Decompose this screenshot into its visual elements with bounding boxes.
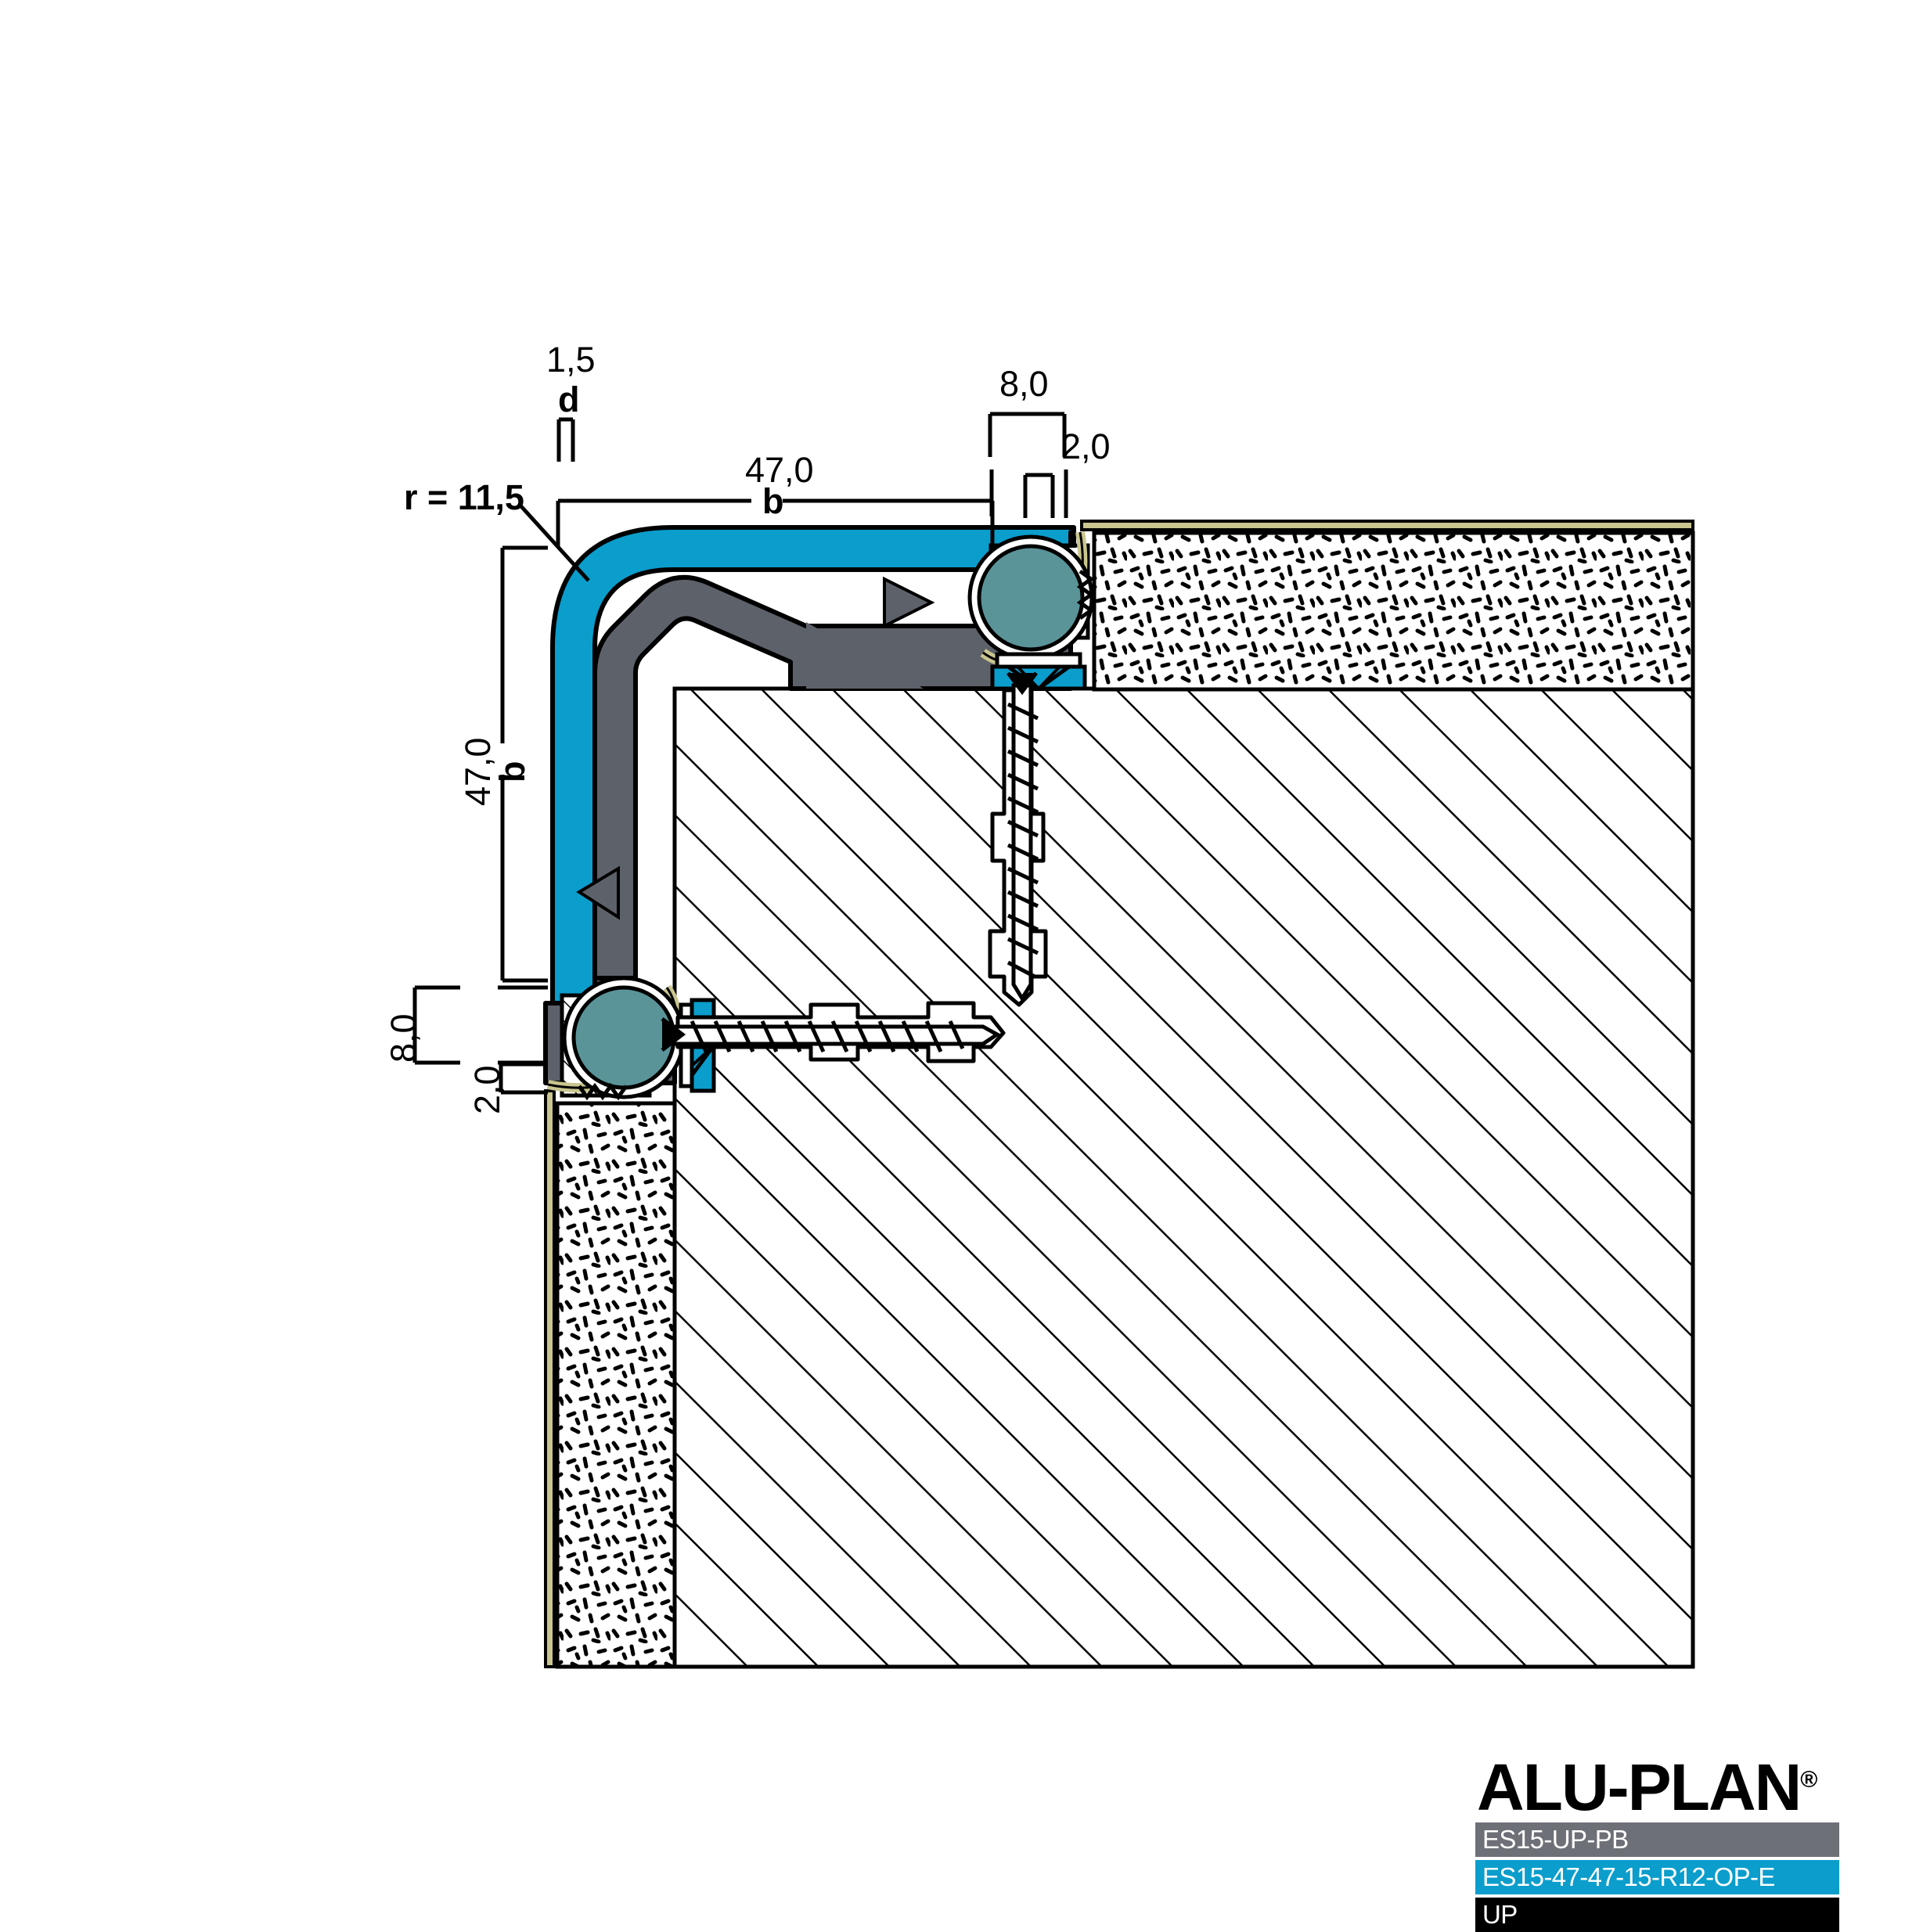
registered-trademark-icon: ®	[1800, 1767, 1818, 1793]
dim-side-flange-value: 2,0	[467, 1065, 507, 1114]
mortar-bed-top	[1080, 520, 1695, 692]
dim-side-height-symbol: b	[492, 761, 532, 783]
dim-thickness-symbol: d	[558, 380, 580, 419]
dim-radius-label: r = 11,5	[404, 477, 524, 517]
dim-side-height-value: 47,0	[458, 737, 498, 806]
dimension-lines	[412, 412, 1068, 1095]
dim-top-flange-value: 2,0	[1061, 426, 1111, 466]
fastener-vertical	[988, 671, 1048, 1007]
profile-blue-cover	[550, 525, 1076, 1079]
brand-wordmark: ALU-PLAN®	[1477, 1754, 1839, 1820]
mortar-bed-side	[544, 1089, 677, 1669]
dim-top-gasket-value: 8,0	[999, 364, 1049, 404]
dim-side-gasket-value: 8,0	[384, 1013, 423, 1063]
dim-top-width-symbol: b	[762, 481, 784, 521]
dim-top-width-value: 47,0	[745, 450, 814, 490]
brand-logo-block: ALU-PLAN® ES15-UP-PB ES15-47-47-15-R12-O…	[1475, 1754, 1839, 1932]
brand-wordmark-text: ALU-PLAN	[1477, 1750, 1802, 1824]
substrate-concrete	[672, 686, 1695, 1669]
product-code-primary: ES15-UP-PB	[1475, 1822, 1839, 1857]
product-code-series: UP	[1475, 1897, 1839, 1932]
dim-thickness-value: 1,5	[546, 340, 596, 380]
product-code-article: ES15-47-47-15-R12-OP-E	[1475, 1859, 1839, 1894]
fastener-horizontal	[661, 1001, 1006, 1063]
